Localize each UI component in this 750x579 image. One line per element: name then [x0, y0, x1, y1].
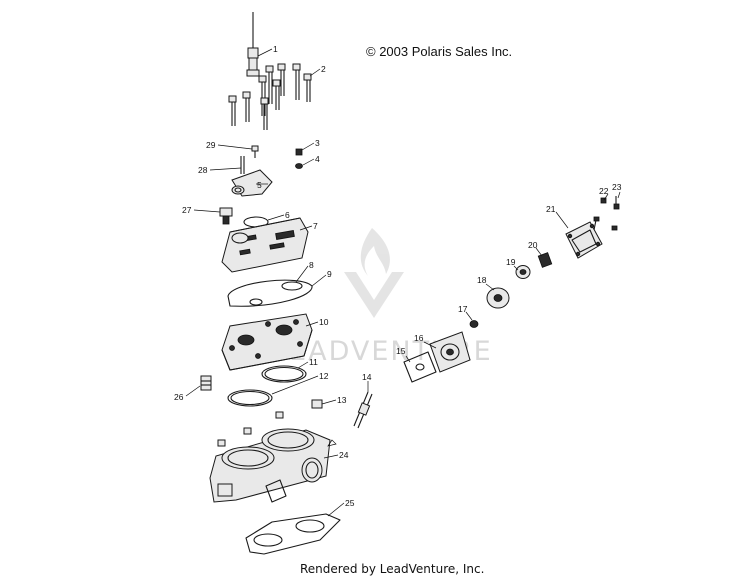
part-24-cylinder-block	[209, 411, 331, 503]
part-21-pump-cover	[565, 221, 603, 259]
callout-1: 1	[273, 44, 278, 54]
callout-12: 12	[319, 371, 329, 381]
part-11-o-ring	[261, 365, 307, 383]
callout-13: 13	[337, 395, 347, 405]
callout-21: 21	[546, 204, 556, 214]
callout-28: 28	[198, 165, 208, 175]
callout-25: 25	[345, 498, 355, 508]
part-4-washer	[295, 163, 303, 169]
callout-9: 9	[327, 269, 332, 279]
part-5-thermostat-housing	[231, 169, 273, 197]
callout-26: 26	[174, 392, 184, 402]
callout-23: 23	[612, 182, 622, 192]
callout-2: 2	[321, 64, 326, 74]
callout-24: 24	[339, 450, 349, 460]
part-2-head-bolts	[228, 63, 312, 130]
part-14-bolt	[353, 391, 373, 429]
callout-17: 17	[458, 304, 468, 314]
callout-27: 27	[182, 205, 192, 215]
part-9-head-gasket	[227, 279, 313, 307]
callout-16: 16	[414, 333, 424, 343]
part-27-fitting	[219, 207, 233, 225]
callout-8: 8	[309, 260, 314, 270]
part-19-bearing	[515, 265, 531, 279]
part-1-temperature-sensor	[246, 12, 260, 77]
part-17-seal	[469, 320, 479, 328]
leadventure-flame-logo-icon	[344, 228, 404, 318]
part-10-cylinder-head	[221, 313, 313, 371]
part-12-o-ring	[227, 389, 273, 407]
footer-credit: Rendered by LeadVenture, Inc.	[300, 562, 485, 576]
callout-5: 5	[257, 180, 262, 190]
part-3-nut	[295, 148, 303, 156]
callout-14: 14	[362, 372, 372, 382]
callout-29: 29	[206, 140, 216, 150]
part-16-pump-housing	[429, 331, 471, 373]
callout-6: 6	[285, 210, 290, 220]
copyright-text: © 2003 Polaris Sales Inc.	[366, 44, 513, 59]
part-28-stud	[240, 156, 245, 174]
callout-22: 22	[599, 186, 609, 196]
callout-labels: 1 2 3 4 5 6 7 8 9 10 11 12 13 14 15 16 1…	[174, 44, 622, 508]
part-15-pump-gasket	[403, 351, 437, 383]
callout-15: 15	[396, 346, 406, 356]
callout-19: 19	[506, 257, 516, 267]
part-26-plug	[200, 375, 212, 391]
callout-20: 20	[528, 240, 538, 250]
part-23-screw	[611, 196, 620, 231]
part-22-screw	[593, 197, 607, 231]
callout-7: 7	[313, 221, 318, 231]
callout-3: 3	[315, 138, 320, 148]
part-7-head-cover	[221, 217, 309, 273]
callout-10: 10	[319, 317, 329, 327]
part-18-impeller	[486, 287, 510, 309]
callout-11: 11	[309, 357, 318, 367]
part-13-nut	[311, 399, 323, 409]
part-29-bolt	[251, 145, 259, 158]
leader-lines	[185, 48, 621, 517]
callout-4: 4	[315, 154, 320, 164]
part-20-spring	[537, 252, 553, 268]
part-25-base-gasket	[245, 513, 341, 555]
part-8-gasket-ring	[281, 281, 303, 291]
callout-18: 18	[477, 275, 487, 285]
